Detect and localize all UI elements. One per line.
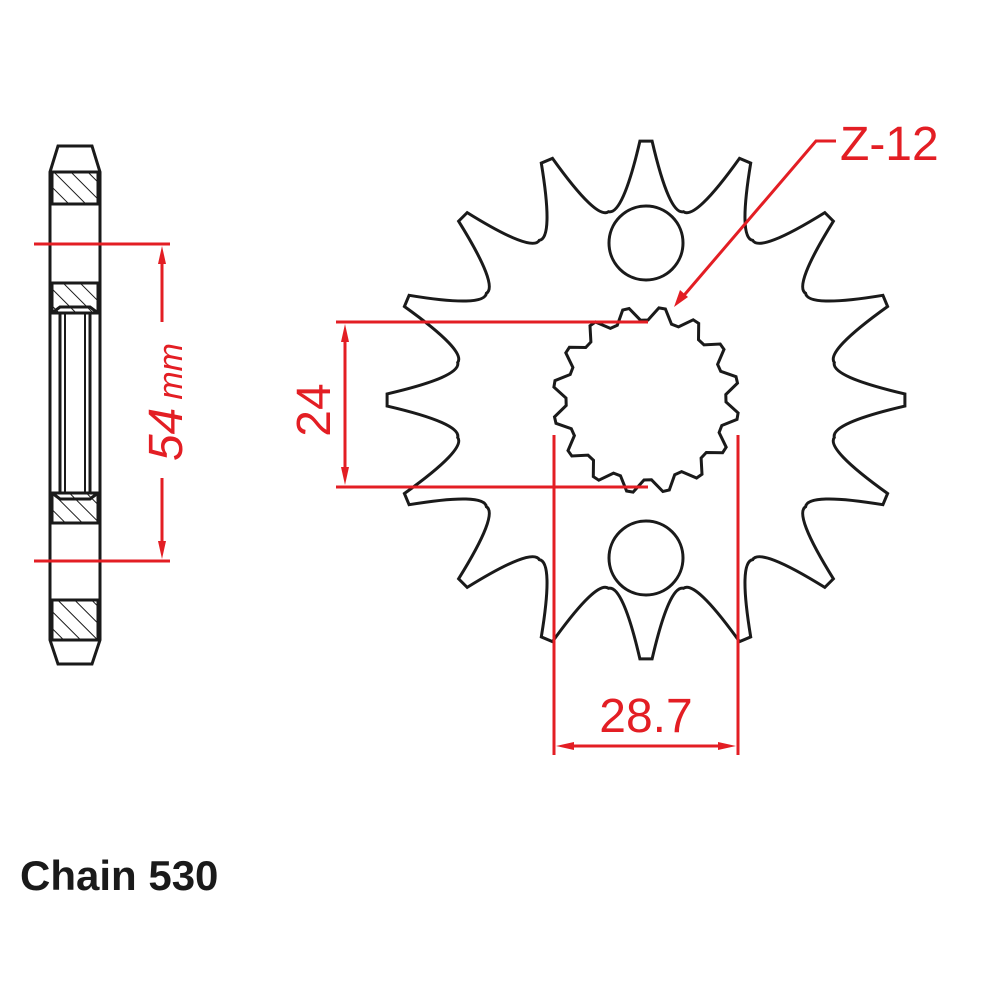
chain-size-caption: Chain 530 [20,852,219,899]
spline-teeth-label: Z-12 [840,118,939,171]
front-dimensions [336,139,836,755]
mounting-hole-top [607,204,685,282]
mounting-hole-bottom [607,519,685,597]
spline-height-label: 24 [288,383,341,436]
side-dimension [34,242,170,563]
spline-outline [552,306,740,494]
spline-width-label: 28.7 [599,690,692,743]
side-dimension-label: 54mm [140,343,193,461]
outer-teeth-outline [385,139,907,661]
sprocket-front-view [385,139,907,661]
side-view [48,144,102,666]
